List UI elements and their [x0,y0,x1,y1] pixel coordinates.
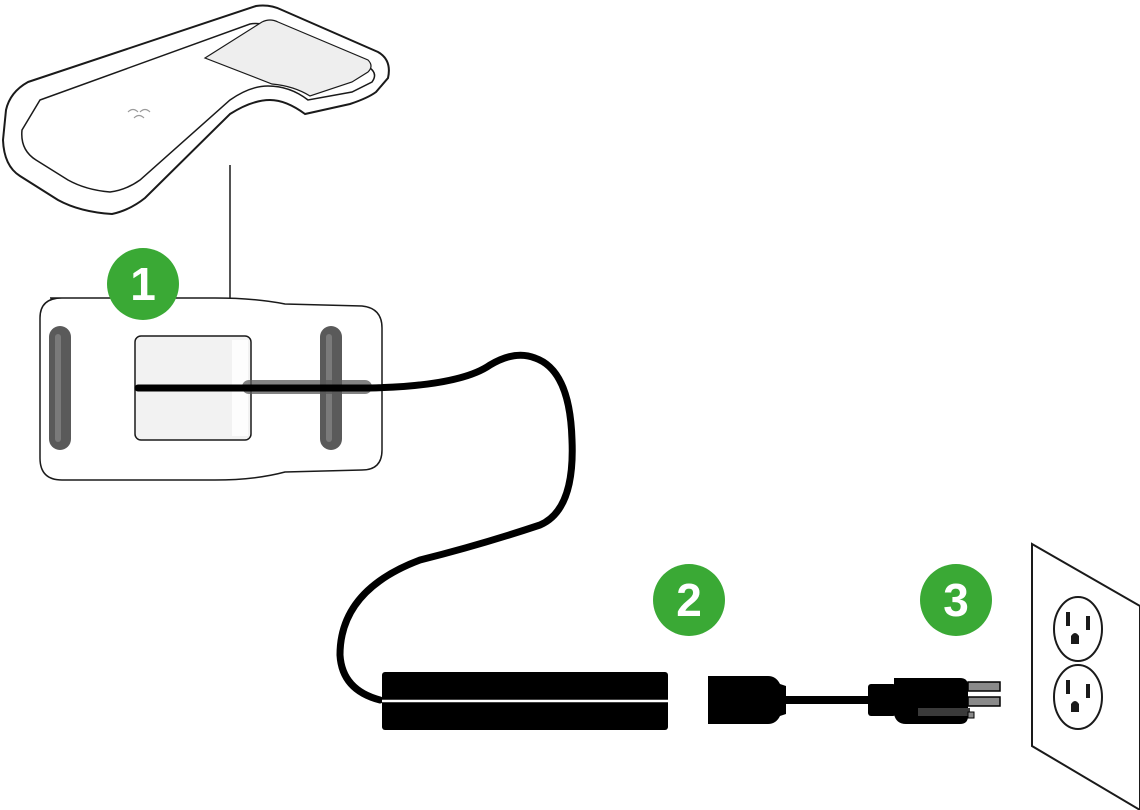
plug-head [894,678,968,724]
outlet-socket-top [1053,596,1103,662]
plug-ground-pin [967,711,975,719]
step-2-number: 2 [676,574,702,626]
step-1-number: 1 [130,258,156,310]
wall-outlet-icon [1031,542,1140,810]
step-1-badge: 1 [107,248,179,320]
contactless-icon [127,108,151,119]
outlet-socket-bottom [1053,664,1103,730]
reader-device-icon [1,4,390,216]
reader-screen [203,19,372,97]
plug-prong [967,696,1001,707]
c13-connector [708,676,786,724]
ac-plug-icon [708,676,1001,724]
power-brick-icon [382,672,668,730]
plug-prong [967,681,1001,692]
plug-strain-relief [868,684,896,716]
step-2-badge: 2 [653,564,725,636]
step-3-badge: 3 [920,564,992,636]
main-cable [134,351,576,704]
step-3-number: 3 [943,574,969,626]
